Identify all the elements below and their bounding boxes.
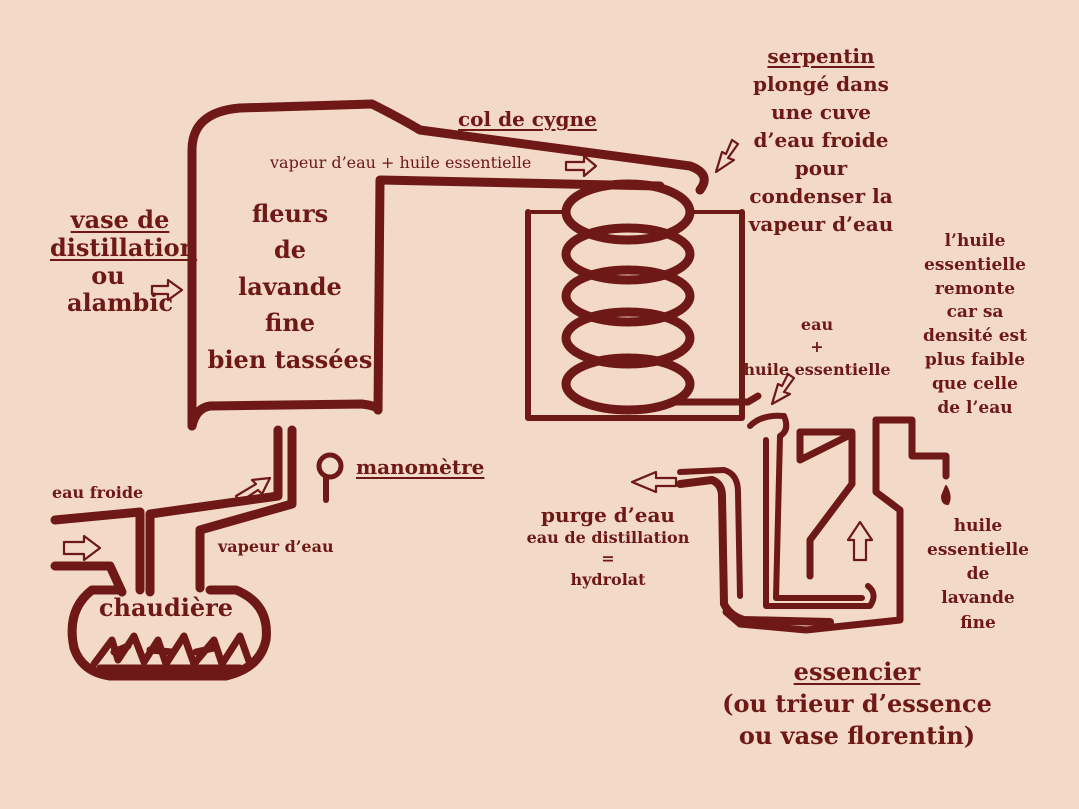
arrow-eau-huile-icon [770, 372, 796, 406]
arrow-cold-water-icon [62, 534, 102, 562]
serpentin-title: serpentin [767, 44, 875, 68]
manometer-dial [316, 452, 344, 480]
purge-tube [676, 476, 834, 626]
label-eau-huile: eau + huile essentielle [742, 314, 892, 381]
essencier-title: essencier [793, 657, 921, 686]
arrow-vapour-up-icon [234, 476, 272, 504]
serpentin-line2: une cuve [771, 100, 871, 124]
huile-remonte-line1: l’huile [944, 231, 1006, 251]
arrow-vapeur-huile-icon [564, 154, 598, 178]
label-col-de-cygne: col de cygne [458, 107, 597, 131]
vase-line4: alambic [66, 288, 174, 318]
vase-inner-wall [373, 175, 665, 415]
label-vapeur-eau: vapeur d’eau [218, 537, 334, 556]
arrow-purge-icon [630, 470, 678, 494]
label-vase-distillation: vase de distillation ou alambic [50, 205, 198, 318]
huile-remonte-line3: remonte [934, 278, 1016, 299]
essencier-right-wall [722, 416, 904, 634]
huile-remonte-line6: plus faible [924, 349, 1026, 370]
fleurs-line5: bien tassées [207, 344, 373, 374]
vase-bottom [187, 399, 383, 431]
huile-lavande-line5: fine [960, 612, 996, 633]
eau-huile-line3: huile essentielle [743, 359, 891, 379]
cold-water-pipe-bottom [50, 561, 127, 597]
serpentin-line3: d’eau froide [753, 128, 889, 152]
label-manometre: manomètre [356, 455, 485, 479]
huile-remonte-line4: car sa [946, 302, 1004, 323]
cold-water-pipe-top [50, 507, 145, 595]
label-vapeur-huile: vapeur d’eau + huile essentielle [270, 153, 532, 172]
oil-drop [941, 485, 951, 505]
purge-title: purge d’eau [541, 503, 675, 527]
eau-huile-line2: + [810, 337, 824, 357]
vase-title-line2: distillation [50, 232, 198, 262]
vase-title-line1: vase de [70, 205, 170, 234]
serpentin-outlet [666, 392, 762, 406]
purge-tube-inner [677, 467, 743, 599]
label-purge: purge d’eau eau de distillation = hydrol… [522, 502, 694, 590]
purge-line3: hydrolat [570, 569, 646, 589]
essencier-line3: ou vase florentin) [738, 721, 976, 751]
essencier-left-wall [796, 428, 856, 580]
purge-line2: = [601, 548, 615, 568]
vase-line3: ou [91, 260, 125, 290]
huile-lavande-line1: huile [953, 516, 1003, 536]
eau-huile-line1: eau [800, 315, 834, 334]
serpentin-line1: plongé dans [753, 72, 889, 96]
huile-lavande-line3: de [966, 564, 990, 585]
label-chaudiere: chaudière [98, 593, 234, 622]
fleurs-line2: de [273, 235, 307, 265]
huile-lavande-line2: essentielle [927, 540, 1029, 561]
arrow-into-vase-icon [150, 278, 184, 302]
serpentin-line5: condenser la [749, 184, 893, 208]
cooling-tank [525, 209, 745, 421]
vapour-pipe-left [145, 425, 283, 597]
vapour-pipe-right [195, 425, 297, 593]
purge-line1: eau de distillation [526, 528, 690, 547]
fire-flames [90, 632, 254, 672]
label-serpentin: serpentin plongé dans une cuve d’eau fro… [736, 42, 906, 238]
arrow-serpentin-icon [714, 138, 740, 174]
arrow-oil-up-icon [846, 520, 874, 562]
serpentin-coils [561, 179, 695, 415]
vase-outer-wall [187, 99, 709, 431]
label-eau-froide: eau froide [52, 483, 144, 502]
label-essencier: essencier (ou trieur d’essence ou vase f… [712, 656, 1002, 752]
boiler-shape [67, 585, 271, 681]
huile-remonte-line8: de l’eau [937, 397, 1013, 418]
huile-remonte-line5: densité est [923, 326, 1027, 347]
label-huile-remonte: l’huile essentielle remonte car sa densi… [916, 230, 1034, 420]
essencier-line2: (ou trieur d’essence [722, 689, 992, 719]
label-huile-lavande: huile essentielle de lavande fine [926, 514, 1030, 635]
serpentin-line6: vapeur d’eau [748, 212, 894, 236]
fleurs-line4: fine [264, 308, 316, 338]
funnel [747, 412, 865, 601]
funnel-inner [763, 437, 877, 609]
label-fleurs-lavande: fleurs de lavande fine bien tassées [200, 196, 380, 378]
essencier-top [796, 416, 950, 480]
fleurs-line3: lavande [238, 271, 342, 301]
huile-lavande-line4: lavande [941, 588, 1015, 609]
serpentin-line4: pour [794, 156, 848, 180]
fleurs-line1: fleurs [251, 199, 329, 228]
huile-remonte-line2: essentielle [924, 254, 1026, 275]
huile-remonte-line7: que celle [932, 373, 1018, 394]
